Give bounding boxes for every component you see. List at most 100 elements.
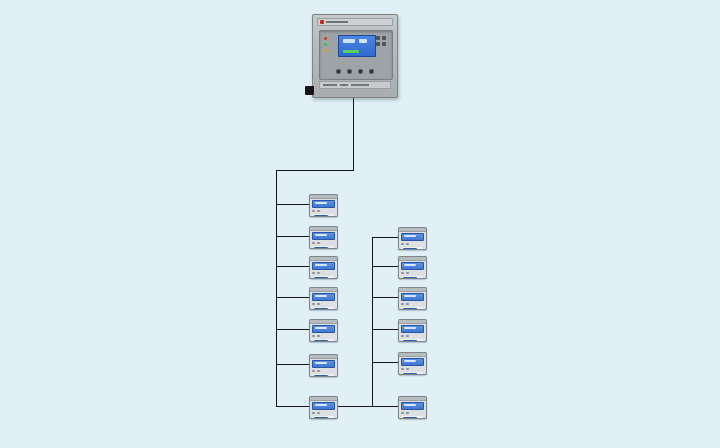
detector-vent-icon <box>406 303 409 305</box>
detector-label-text <box>314 308 328 309</box>
detector-label <box>402 339 423 341</box>
bus-wire <box>372 237 398 238</box>
lcd-digit-segment <box>343 39 355 43</box>
detector-vent-icon <box>401 243 404 245</box>
bus-wire <box>372 297 398 298</box>
fault-led-icon <box>324 49 327 52</box>
detector-label <box>313 276 334 278</box>
bus-wire <box>372 237 373 406</box>
detector-vent-icon <box>406 368 409 370</box>
detector-cap <box>310 355 337 359</box>
detector-cap <box>310 397 337 401</box>
detector-vent-icon <box>317 272 320 274</box>
gas-detector <box>398 227 427 250</box>
bus-wire <box>276 170 277 407</box>
detector-vent-icon <box>401 368 404 370</box>
lcd-screen <box>338 35 376 57</box>
round-button <box>358 69 363 74</box>
gas-detector <box>309 256 338 279</box>
detector-cap <box>399 288 426 292</box>
bus-wire <box>276 204 309 205</box>
bus-wire <box>353 96 354 170</box>
gas-detector <box>398 396 427 419</box>
status-led-indicators <box>324 37 327 52</box>
key-button <box>376 42 380 46</box>
detector-label <box>402 247 423 249</box>
detector-body <box>401 411 424 415</box>
detector-cap <box>399 228 426 232</box>
detector-vent-icon <box>401 412 404 414</box>
side-connector <box>305 86 314 95</box>
gas-detector <box>309 354 338 377</box>
brand-logo-icon <box>320 20 324 24</box>
detector-label-text <box>314 247 328 248</box>
round-button <box>336 69 341 74</box>
detector-body <box>401 334 424 338</box>
detector-label-text <box>403 248 417 249</box>
detector-label <box>313 246 334 248</box>
detector-vent-icon <box>312 370 315 372</box>
detector-vent-icon <box>312 412 315 414</box>
detector-vent-icon <box>406 335 409 337</box>
detector-label-text <box>314 417 328 418</box>
detector-cap <box>399 320 426 324</box>
gas-detector <box>309 194 338 217</box>
detector-cap <box>310 195 337 199</box>
detector-body <box>312 411 335 415</box>
detector-label-text <box>403 373 417 374</box>
bus-wire <box>276 266 309 267</box>
detector-cap <box>310 288 337 292</box>
gas-detector <box>309 287 338 310</box>
gas-detector <box>398 287 427 310</box>
detector-vent-icon <box>317 303 320 305</box>
label-text <box>340 84 348 86</box>
detector-label-text <box>403 340 417 341</box>
detector-label-text <box>403 308 417 309</box>
gas-detector <box>398 319 427 342</box>
detector-label <box>313 374 334 376</box>
detector-label <box>402 416 423 418</box>
label-text <box>351 84 369 86</box>
bus-wire <box>276 406 400 407</box>
round-button <box>347 69 352 74</box>
detector-vent-icon <box>317 335 320 337</box>
key-button <box>376 36 380 40</box>
detector-body <box>312 302 335 306</box>
detector-display-icon <box>312 325 335 333</box>
detector-display-icon <box>401 262 424 270</box>
detector-label <box>402 276 423 278</box>
detector-display-icon <box>312 232 335 240</box>
detector-body <box>401 271 424 275</box>
function-buttons <box>336 69 374 74</box>
detector-vent-icon <box>406 243 409 245</box>
detector-label-text <box>314 340 328 341</box>
detector-vent-icon <box>401 303 404 305</box>
detector-vent-icon <box>401 335 404 337</box>
bus-wire <box>372 266 398 267</box>
detector-body <box>312 241 335 245</box>
detector-vent-icon <box>406 412 409 414</box>
detector-vent-icon <box>317 242 320 244</box>
detector-cap <box>310 227 337 231</box>
bus-wire <box>276 297 309 298</box>
bus-wire <box>372 362 398 363</box>
detector-body <box>312 369 335 373</box>
bus-wire <box>276 170 354 171</box>
detector-body <box>312 209 335 213</box>
detector-vent-icon <box>312 335 315 337</box>
bus-wire <box>276 236 309 237</box>
detector-display-icon <box>312 402 335 410</box>
detector-label-text <box>403 277 417 278</box>
detector-vent-icon <box>317 210 320 212</box>
detector-label-text <box>314 215 328 216</box>
detector-display-icon <box>401 233 424 241</box>
detector-body <box>312 334 335 338</box>
controller-logo-strip <box>317 18 393 26</box>
detector-vent-icon <box>312 303 315 305</box>
detector-label <box>402 307 423 309</box>
detector-label <box>402 372 423 374</box>
detector-label <box>313 307 334 309</box>
bus-wire <box>276 329 309 330</box>
key-button <box>382 42 386 46</box>
detector-cap <box>310 320 337 324</box>
